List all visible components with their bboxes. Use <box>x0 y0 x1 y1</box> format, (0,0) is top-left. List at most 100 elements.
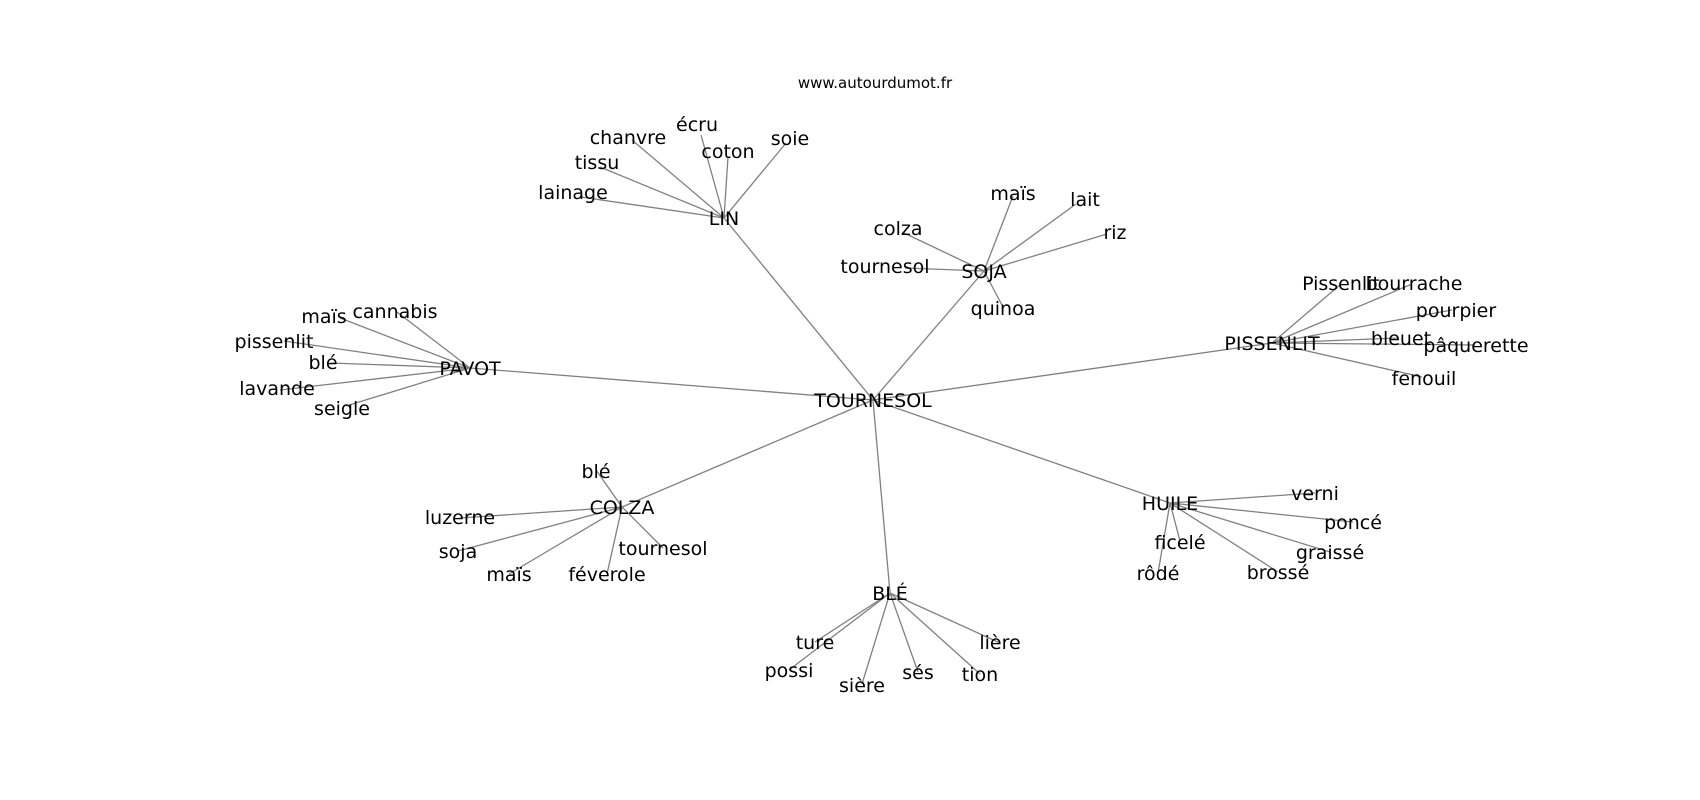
soja-word: riz <box>1103 222 1126 244</box>
edge-colza-mais <box>508 506 623 575</box>
huile-word: graissé <box>1296 542 1364 564</box>
soja-word: maïs <box>990 183 1035 205</box>
ble-word: sière <box>839 675 885 697</box>
pissenlit-word: Pissenlit <box>1302 273 1380 295</box>
edge-soja-riz <box>983 233 1108 272</box>
edge-soja-lait <box>983 203 1077 272</box>
edge-huile-graisse <box>1169 502 1331 553</box>
ble-word: tion <box>962 664 998 686</box>
edge-root-soja <box>872 270 985 401</box>
pavot-word: lavande <box>239 378 315 400</box>
pavot-word: maïs <box>301 306 346 328</box>
edge-pissenlit-fenouil <box>1271 342 1423 378</box>
colza-word: féverole <box>568 564 645 586</box>
edge-pissenlit-pourpier <box>1271 309 1453 344</box>
pissenlit-edges <box>1271 283 1476 378</box>
edge-lin-soie <box>723 142 787 219</box>
huile-word: brossé <box>1247 562 1310 584</box>
colza-word: maïs <box>486 564 531 586</box>
pavot-word: seigle <box>314 398 370 420</box>
ble-edges <box>788 592 1001 685</box>
lin-word: soie <box>771 128 810 150</box>
edge-pissenlit-bleuet <box>1271 337 1399 344</box>
huile-word: rôdé <box>1137 563 1180 585</box>
edge-root-pissenlit <box>872 342 1273 401</box>
edge-colza-feverole <box>606 506 623 575</box>
huile-word: ficelé <box>1154 532 1205 554</box>
ble-word: sés <box>902 662 934 684</box>
edge-lin-lainage <box>580 196 725 219</box>
colza-edges <box>457 469 664 575</box>
pissenlit-word: pourpier <box>1416 300 1497 322</box>
edge-lin-coton <box>723 156 729 219</box>
soja-word: quinoa <box>971 298 1036 320</box>
edge-pissenlit-paquerette <box>1271 342 1476 346</box>
huile-word: poncé <box>1324 512 1382 534</box>
edge-colza-luzerne <box>459 506 623 519</box>
soja-word: lait <box>1070 189 1100 211</box>
edge-root-colza <box>621 399 874 508</box>
edge-ble-possi <box>788 592 891 671</box>
soja-word: colza <box>874 218 923 240</box>
edge-lin-chanvre <box>631 139 725 219</box>
colza-word: soja <box>439 541 477 563</box>
colza-word: luzerne <box>425 507 495 529</box>
edge-ble-liere <box>889 592 1001 644</box>
edge-pavot-pissenlit <box>283 340 471 369</box>
edge-root-pavot <box>469 367 874 401</box>
edge-huile-brosse <box>1169 502 1279 573</box>
pavot-word: cannabis <box>352 301 437 323</box>
edge-huile-ficele <box>1169 502 1181 542</box>
pavot-word: blé <box>308 352 337 374</box>
edge-ble-tion <box>889 592 981 675</box>
hub-label-lin: LIN <box>709 208 739 230</box>
hub-label-pissenlit: PISSENLIT <box>1224 333 1320 355</box>
root-edges <box>469 217 1273 594</box>
edge-huile-rode <box>1157 502 1171 574</box>
soja-word: tournesol <box>840 256 929 278</box>
huile-edges <box>1157 492 1354 574</box>
hub-label-pavot: PAVOT <box>439 358 501 380</box>
edge-pissenlit-bourrache <box>1271 283 1413 344</box>
edge-pavot-seigle <box>345 367 471 407</box>
edge-pavot-ble <box>329 362 471 369</box>
pavot-edges <box>279 311 471 407</box>
edge-soja-tournesol <box>904 267 985 272</box>
pissenlit-word: pâquerette <box>1423 335 1528 357</box>
edge-pavot-cannabis <box>396 311 471 369</box>
edge-huile-verni <box>1169 492 1316 504</box>
ble-word: ture <box>796 632 835 654</box>
edge-colza-ble <box>595 469 623 508</box>
colza-word: tournesol <box>618 538 707 560</box>
edge-colza-soja <box>457 506 623 552</box>
hub-label-soja: SOJA <box>961 261 1006 283</box>
edge-root-huile <box>872 399 1171 504</box>
colza-word: blé <box>581 461 610 483</box>
lin-word: coton <box>701 141 754 163</box>
edge-soja-mais <box>983 195 1014 272</box>
edge-colza-tournesol <box>621 506 664 549</box>
edge-ble-ses <box>889 592 919 673</box>
lin-word: écru <box>676 114 718 136</box>
pissenlit-word: bourrache <box>1366 273 1463 295</box>
soja-edges <box>903 195 1108 308</box>
edge-ble-ture <box>814 592 891 643</box>
edge-root-lin <box>723 217 874 401</box>
lin-edges <box>580 134 787 219</box>
edge-soja-colza <box>903 232 985 272</box>
edge-soja-quinoa <box>983 270 1004 308</box>
edge-root-ble <box>872 399 891 594</box>
lin-word: chanvre <box>590 127 667 149</box>
root-label: TOURNESOL <box>813 390 932 412</box>
huile-word: verni <box>1291 483 1339 505</box>
pavot-word: pissenlit <box>235 331 314 353</box>
ble-word: possi <box>765 660 814 682</box>
hub-label-ble: BLÉ <box>872 582 908 605</box>
edge-lin-tissu <box>599 166 725 219</box>
pissenlit-word: bleuet <box>1371 328 1431 350</box>
edge-ble-siere <box>861 592 891 685</box>
edge-lin-ecru <box>700 134 725 219</box>
lin-word: tissu <box>575 152 620 174</box>
edge-huile-ponce <box>1169 502 1354 523</box>
